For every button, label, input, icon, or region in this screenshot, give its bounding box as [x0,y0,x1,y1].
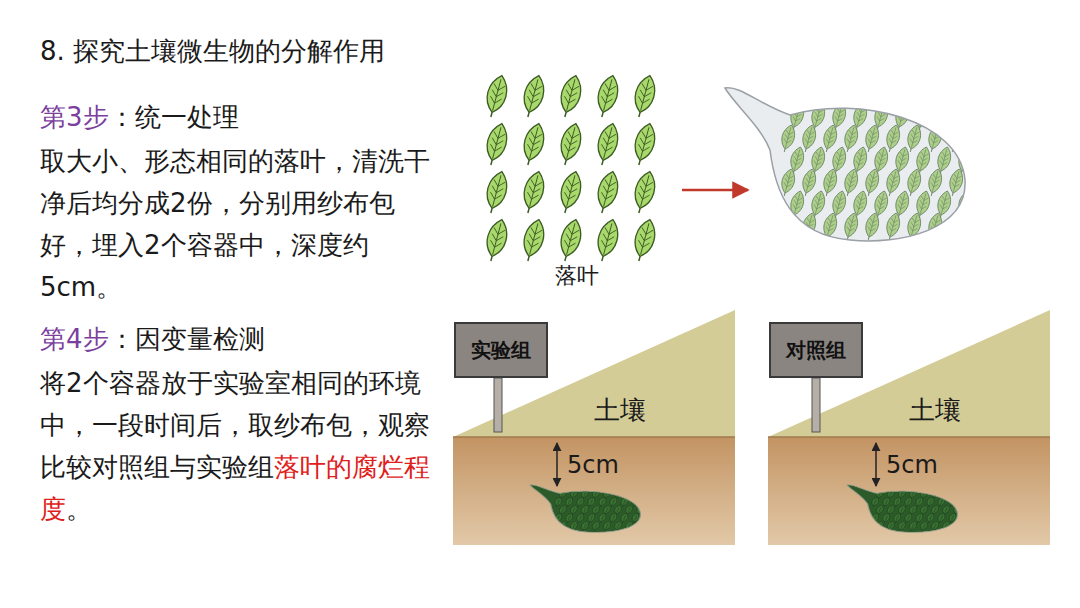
depth-label: 5cm [567,452,619,478]
arrow [682,189,748,192]
step-body: 将2个容器放于实验室相同的环境中，一段时间后，取纱布包，观察比较对照组与实验组落… [40,362,440,530]
sign-text: 对照组 [786,337,846,364]
text-run: 取大小、形态相同的落叶，清洗干净后均分成2份，分别用纱布包好，埋入2个容器中，深… [40,146,430,302]
sign-board: 对照组 [769,322,863,378]
sign-board: 实验组 [454,322,548,378]
step-body: 取大小、形态相同的落叶，清洗干净后均分成2份，分别用纱布包好，埋入2个容器中，深… [40,140,440,308]
sign-text: 实验组 [471,337,531,364]
soil-block [453,310,735,545]
leaf-grid [482,73,659,263]
buried-bag [530,485,962,532]
soil-label: 土壤 [909,396,961,425]
text-run: ：统一处理 [109,102,239,132]
soil-label: 土壤 [594,396,646,425]
text-run: 第3步 [40,102,109,132]
text-run: ：因变量检测 [109,324,265,354]
text-run: 第4步 [40,324,109,354]
leaf-label: 落叶 [555,264,599,288]
depth-label: 5cm [886,452,938,478]
text-run: 。 [66,494,92,524]
title: 8. 探究土壤微生物的分解作用 [40,36,385,67]
soil-block [768,310,1050,545]
gauze-bag [725,88,974,242]
step-heading: 第3步：统一处理 [40,96,460,138]
step-heading: 第4步：因变量检测 [40,318,460,360]
